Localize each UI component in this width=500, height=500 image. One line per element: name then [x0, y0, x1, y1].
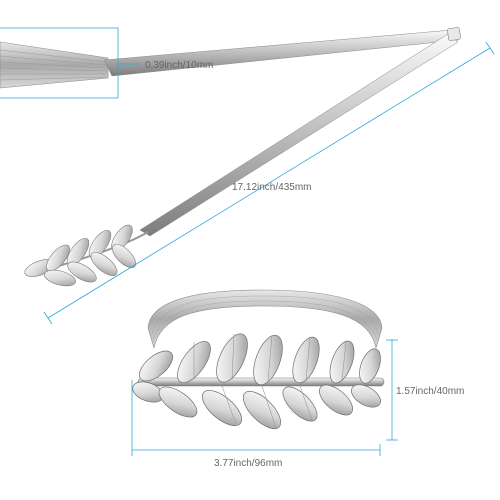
diameter-label: 3.77inch/96mm	[214, 458, 282, 469]
leaf-cluster-large	[132, 333, 381, 430]
width-dimension: 0.39inch/10mm	[0, 27, 213, 99]
cuff-band-back	[147, 289, 383, 349]
width-label: 0.39inch/10mm	[145, 60, 213, 71]
rod-end-cap	[447, 27, 461, 41]
length-label: 17.12inch/435mm	[232, 182, 312, 193]
stretched-armband	[0, 27, 461, 287]
height-dimension: 1.57inch/40mm	[386, 339, 464, 441]
height-label: 1.57inch/40mm	[396, 386, 464, 397]
leaf-veins	[193, 333, 347, 429]
cuff-coil-lines	[151, 295, 379, 341]
spring-coil-lines	[0, 49, 107, 81]
closed-cuff-armband	[132, 289, 385, 430]
diameter-dimension: 3.77inch/96mm	[131, 380, 381, 469]
length-dimension: 17.12inch/435mm	[43, 41, 495, 325]
leaf-cluster-small	[24, 224, 149, 287]
rod-main	[103, 29, 459, 77]
